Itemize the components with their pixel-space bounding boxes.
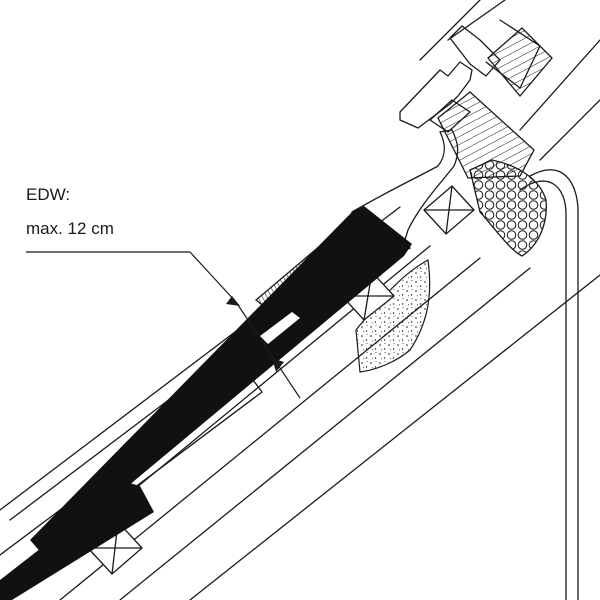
edw-label: EDW: <box>26 185 71 204</box>
dimension-leader-diag <box>189 251 237 303</box>
dimension-arrow-bottom <box>272 358 284 372</box>
dimension-arrow-top <box>226 296 240 306</box>
rafter-line-1 <box>119 267 531 600</box>
window-frame-hatched <box>487 27 553 98</box>
window-sash <box>399 61 473 129</box>
dimension-line <box>235 301 301 399</box>
wood-block-hatched <box>437 91 535 179</box>
underlay-lower <box>0 482 154 600</box>
interior-lining-2 <box>529 169 579 600</box>
insulation-foam <box>469 159 547 257</box>
edw-value: max. 12 cm <box>26 219 114 238</box>
underlay-tab <box>260 312 300 344</box>
underlay-upper <box>30 206 412 556</box>
window-frame-line-4 <box>539 99 600 161</box>
window-frame-line-1 <box>419 0 481 61</box>
window-frame-line-2 <box>447 0 506 41</box>
rafter-line-2 <box>189 274 600 600</box>
window-frame-line-3 <box>519 39 600 131</box>
batten-upper <box>423 185 475 235</box>
